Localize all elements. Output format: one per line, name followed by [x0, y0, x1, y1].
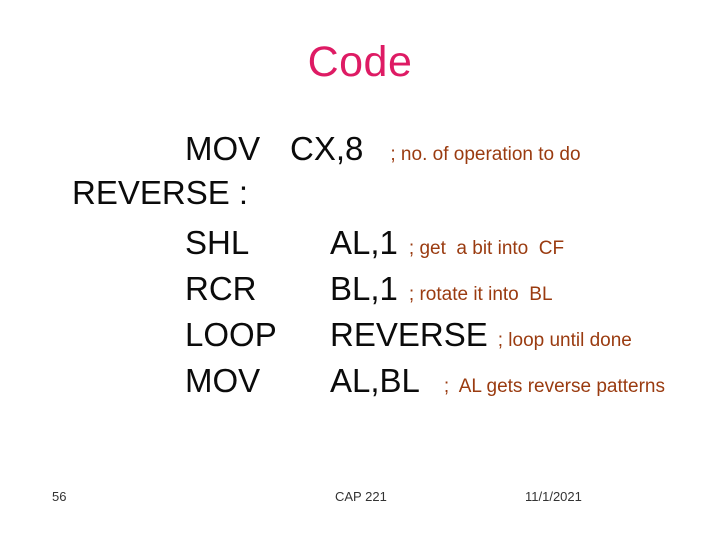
operand: AL,1	[330, 224, 398, 261]
slide-number: 56	[52, 489, 67, 504]
operand: BL,1	[330, 270, 398, 307]
operand: CX,8	[290, 130, 364, 167]
comment: ; get a bit into CF	[408, 238, 565, 259]
footer-course: CAP 221	[335, 489, 387, 504]
code-label-reverse: REVERSE :	[72, 174, 249, 211]
code-line-mov-albl: MOV AL,BL ; AL gets reverse patterns	[185, 362, 665, 400]
comment: ; loop until done	[497, 330, 632, 351]
footer-date: 11/1/2021	[525, 489, 582, 504]
opcode: MOV	[185, 362, 261, 399]
code-line-rcr-bl1: RCR BL,1 ; rotate it into BL	[185, 270, 553, 308]
comment: ; AL gets reverse patterns	[443, 376, 665, 397]
code-line-loop-reverse: LOOP REVERSE ; loop until done	[185, 316, 632, 354]
comment: ; rotate it into BL	[408, 284, 553, 305]
operand: AL,BL	[330, 362, 420, 399]
opcode: MOV	[185, 130, 261, 167]
opcode: RCR	[185, 270, 257, 307]
code-line-shl-al1: SHL AL,1 ; get a bit into CF	[185, 224, 564, 262]
operand: REVERSE	[330, 316, 488, 353]
opcode: SHL	[185, 224, 250, 261]
comment: ; no. of operation to do	[390, 144, 581, 165]
code-line-mov-cx8: MOV CX,8 ; no. of operation to do	[185, 130, 581, 168]
slide-title: Code	[307, 38, 413, 86]
opcode: LOOP	[185, 316, 277, 353]
